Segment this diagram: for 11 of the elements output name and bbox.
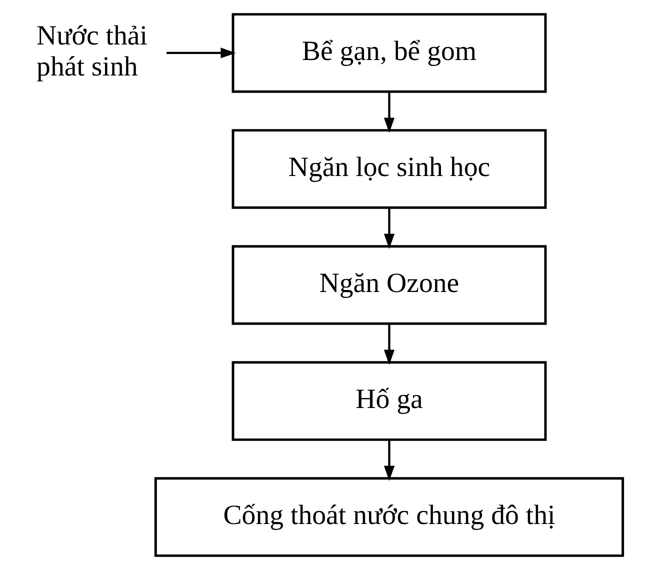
arrow: [384, 208, 395, 249]
arrow: [166, 48, 236, 58]
node-box: Ngăn Ozone: [232, 245, 547, 325]
node-box: Cống thoát nước chung đô thị: [154, 477, 624, 557]
node-box: Ngăn lọc sinh học: [232, 129, 547, 209]
arrow: [384, 92, 395, 133]
arrow: [384, 324, 395, 365]
node-box: Hố ga: [232, 361, 547, 441]
node-text: Nước thải phát sinh: [36, 20, 148, 82]
node-box: Bể gạn, bể gom: [232, 13, 547, 93]
arrow: [384, 440, 395, 481]
